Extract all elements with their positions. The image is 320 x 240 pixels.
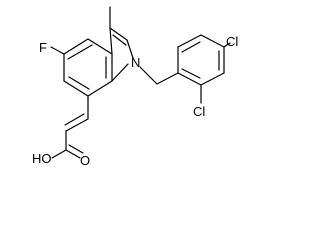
- bond-vinyl-double: [65, 118, 89, 132]
- bond-vinyl-double-inner: [64, 113, 85, 126]
- bond-ch2-aryl: [156, 72, 179, 85]
- chemical-structure: F N Cl Cl HO O: [32, 6, 238, 168]
- chlorine-bottom-label: Cl: [193, 104, 205, 119]
- bond-c3a-c4: [87, 38, 113, 55]
- chlorine-top-label: Cl: [226, 34, 238, 49]
- bond-n1-c7a: [111, 63, 129, 82]
- bond-c3-c2-inner: [112, 34, 127, 46]
- bond-c-oh: [51, 149, 67, 159]
- carbonyl-oxygen-label: O: [80, 153, 90, 168]
- bond-c7-c7a: [87, 80, 113, 97]
- bond-c3a-c5: [63, 38, 89, 55]
- bond-c2-n1: [126, 39, 134, 59]
- structure-canvas: F N Cl Cl HO O: [32, 6, 238, 168]
- nitrogen-label: N: [131, 55, 140, 70]
- bond-ar-5: [200, 72, 225, 86]
- bond-c3a-c3: [109, 27, 113, 55]
- hydroxyl-label: HO: [32, 151, 52, 166]
- bond-ar-2: [177, 34, 202, 48]
- bond-cl-top: [223, 42, 231, 48]
- fluorine-label: F: [39, 40, 47, 55]
- bond-c3a-c5-inner: [67, 44, 93, 60]
- bond-c-o-2: [68, 144, 84, 154]
- bond-fluorine: [50, 46, 65, 55]
- bond-ar-3: [200, 34, 225, 48]
- pyrrole-ring: [109, 27, 134, 82]
- bond-c-o-1: [65, 149, 81, 159]
- indole-benzene-ring: [63, 38, 113, 97]
- bond-ar-6: [177, 72, 202, 86]
- bond-c6-c7: [63, 80, 89, 97]
- acrylic-acid-chain: [51, 95, 89, 159]
- bond-c6-c7-inner: [68, 76, 90, 90]
- bond-ar-2-inner: [181, 41, 201, 53]
- bond-n1-ch2: [139, 66, 158, 85]
- dichlorophenyl-ring: [177, 34, 225, 86]
- bond-c3-c2: [109, 27, 128, 41]
- bond-ar-6-inner: [181, 68, 201, 79]
